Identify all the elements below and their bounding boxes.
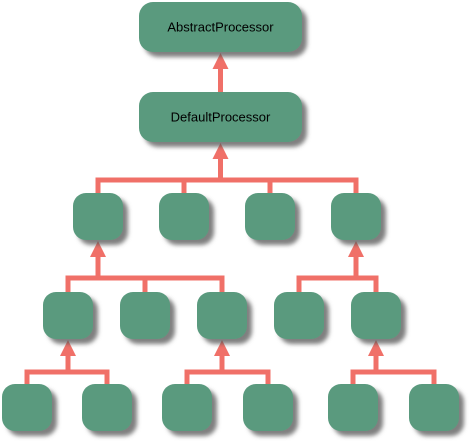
node-l3c — [197, 292, 247, 339]
connector-l3a — [24, 340, 110, 388]
node-l2a — [73, 193, 123, 240]
node-l2c — [245, 193, 295, 240]
node-l3a — [43, 292, 93, 339]
node-l3d — [274, 292, 324, 339]
node-box — [139, 92, 302, 142]
node-l4b — [82, 384, 132, 431]
node-box — [82, 384, 132, 431]
connector-l2a — [65, 241, 225, 296]
node-box — [73, 193, 123, 240]
node-l4e — [328, 384, 378, 431]
node-box — [120, 292, 170, 339]
arrowhead-icon — [60, 340, 76, 356]
node-label: DefaultProcessor — [171, 110, 271, 125]
node-box — [243, 384, 293, 431]
node-l3e — [351, 292, 401, 339]
node-box — [139, 2, 302, 52]
node-l4c — [162, 384, 212, 431]
arrowhead-icon — [368, 340, 384, 356]
node-box — [331, 193, 381, 240]
node-box — [274, 292, 324, 339]
node-l2d — [331, 193, 381, 240]
connector-abstract — [212, 53, 229, 92]
node-abstractprocessor: AbstractProcessor — [139, 2, 302, 52]
connector-l2d — [296, 241, 379, 296]
node-label: AbstractProcessor — [167, 20, 274, 35]
arrowhead-icon — [348, 241, 364, 257]
node-box — [328, 384, 378, 431]
connector-l3e — [350, 340, 437, 388]
node-box — [159, 193, 209, 240]
arrowhead-icon — [90, 241, 106, 257]
arrowhead-icon — [212, 53, 229, 69]
arrowhead-icon — [212, 143, 229, 159]
node-box — [43, 292, 93, 339]
connector-l3c — [184, 340, 271, 388]
connector-default — [95, 143, 359, 197]
node-l4d — [243, 384, 293, 431]
node-box — [351, 292, 401, 339]
node-box — [2, 384, 52, 431]
node-l4a — [2, 384, 52, 431]
node-l2b — [159, 193, 209, 240]
node-box — [197, 292, 247, 339]
node-l3b — [120, 292, 170, 339]
arrowhead-icon — [214, 340, 230, 356]
node-box — [409, 384, 459, 431]
node-box — [245, 193, 295, 240]
node-l4f — [409, 384, 459, 431]
node-defaultprocessor: DefaultProcessor — [139, 92, 302, 142]
node-box — [162, 384, 212, 431]
